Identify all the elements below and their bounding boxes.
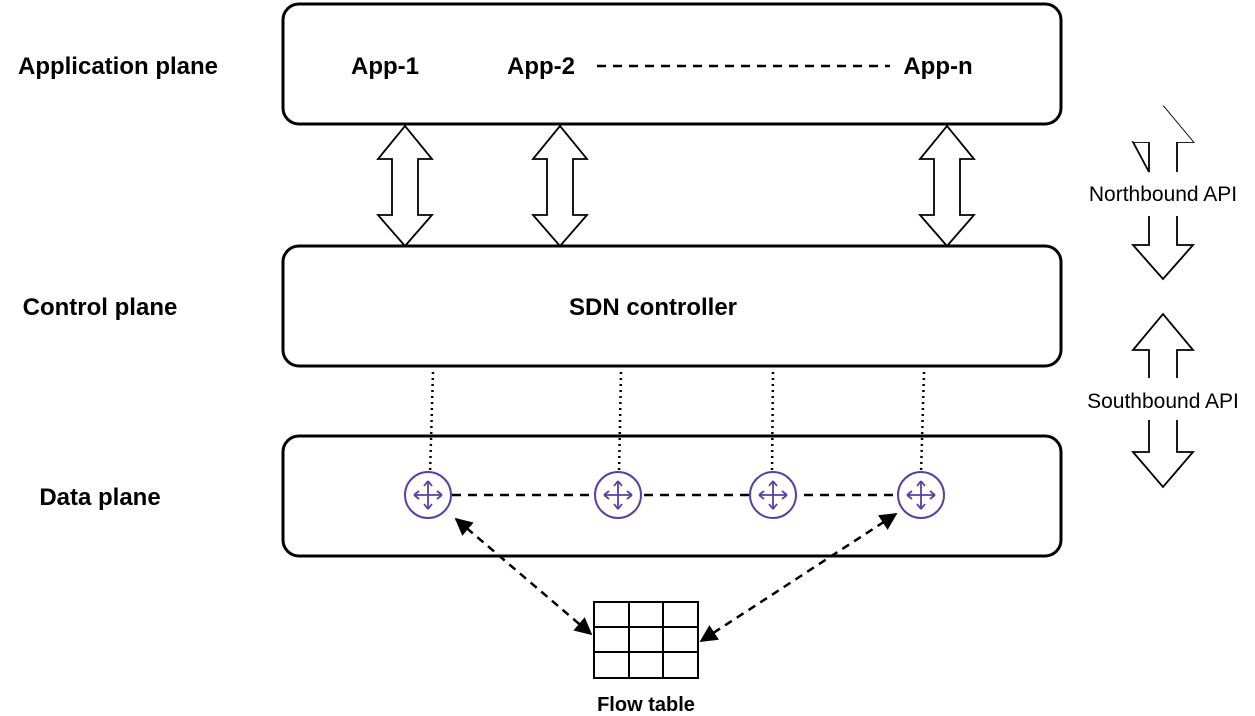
northbound-api-label: Northbound API	[1089, 183, 1237, 206]
data-plane-label: Data plane	[39, 484, 160, 511]
flow-table-link-right	[699, 512, 898, 643]
application-plane-box	[281, 2, 1063, 126]
router-icon	[404, 471, 452, 519]
control-plane-box	[281, 244, 1063, 368]
router-icon	[749, 471, 797, 519]
double-arrow-icon	[918, 124, 976, 248]
flow-table-link-left	[454, 517, 593, 636]
sdn-controller-label: SDN controller	[569, 294, 737, 321]
control-link-dotted	[617, 371, 623, 475]
app-label: App-1	[351, 53, 419, 80]
southbound-api-label: Southbound API	[1087, 390, 1239, 413]
flow-table-label: Flow table	[597, 694, 695, 716]
application-plane-label: Application plane	[18, 53, 218, 80]
double-arrow-icon	[531, 124, 589, 248]
router-icon	[897, 471, 945, 519]
control-link-dotted	[770, 371, 775, 475]
app-label: App-n	[903, 53, 972, 80]
double-arrow-icon	[376, 124, 434, 248]
app-label: App-2	[507, 53, 575, 80]
router-icon	[594, 471, 642, 519]
control-plane-label: Control plane	[23, 294, 178, 321]
southbound-api-arrow-icon	[1131, 312, 1195, 489]
flow-table-grid	[593, 601, 699, 679]
northbound-api-arrow-icon	[1131, 105, 1195, 281]
control-link-dotted	[919, 371, 926, 475]
control-link-dotted	[428, 371, 435, 475]
